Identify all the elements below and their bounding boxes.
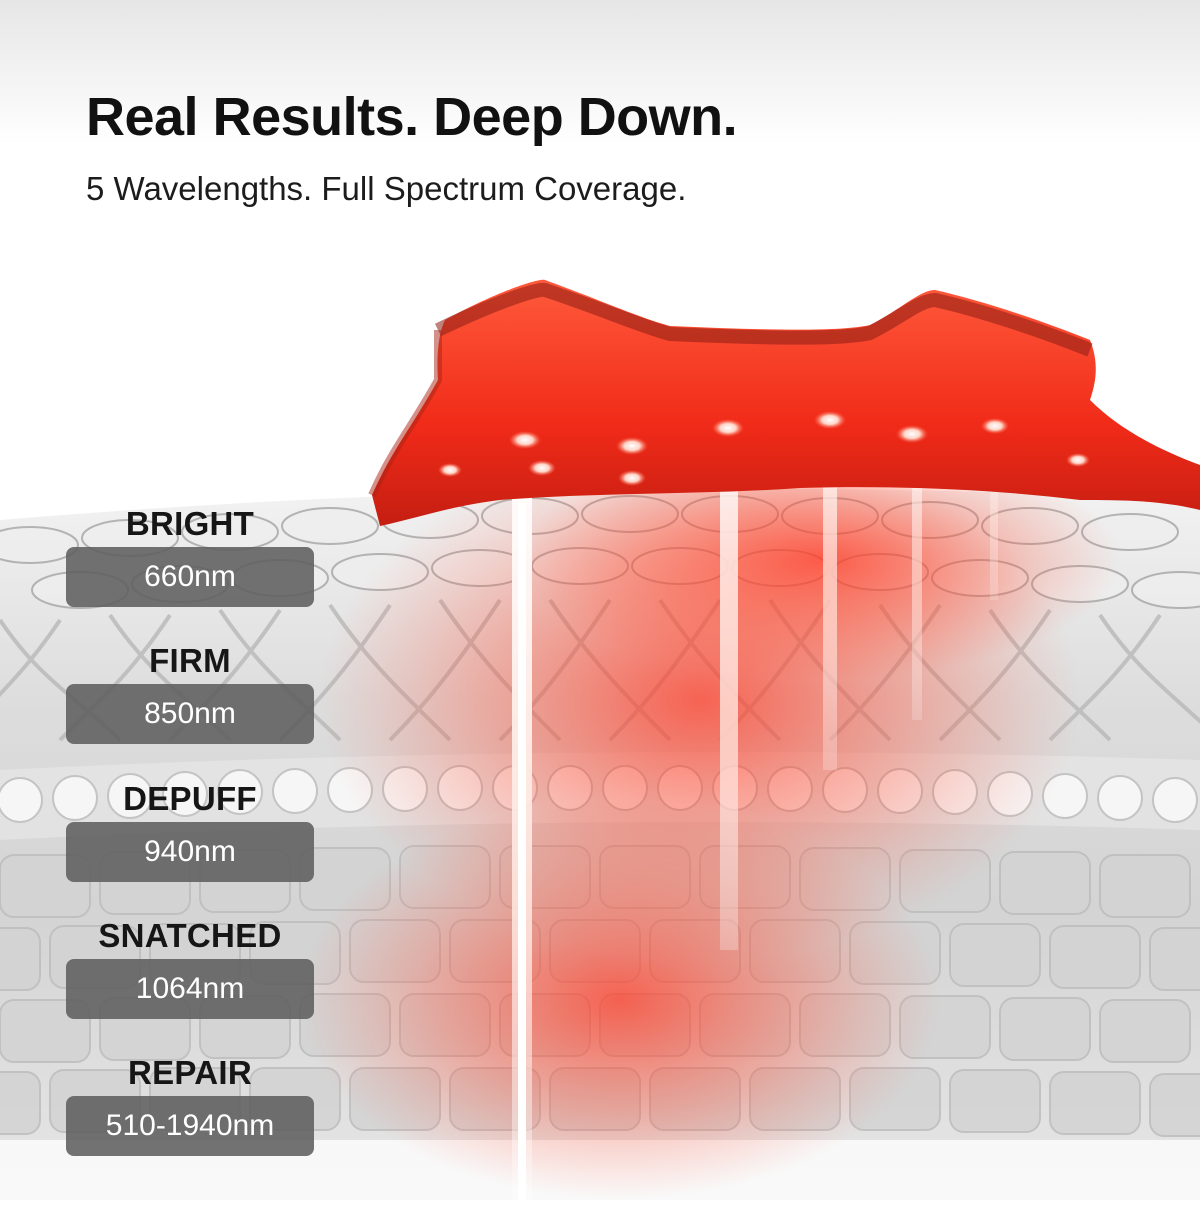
layer-name-depuff: DEPUFF <box>123 780 257 817</box>
led-device <box>368 279 1200 526</box>
wavelength-badge-snatched: 1064nm <box>66 959 314 1019</box>
wavelength-badge-firm: 850nm <box>66 684 314 744</box>
wavelength-badge-repair: 510-1940nm <box>66 1096 314 1156</box>
wavelength-badge-depuff: 940nm <box>66 822 314 882</box>
layer-name-repair: REPAIR <box>127 1054 253 1091</box>
layer-name-firm: FIRM <box>149 642 231 679</box>
subheadline: 5 Wavelengths. Full Spectrum Coverage. <box>86 170 687 207</box>
wavelength-badge-bright: 660nm <box>66 547 314 607</box>
layer-name-snatched: SNATCHED <box>98 917 282 954</box>
headline: Real Results. Deep Down. <box>86 87 738 147</box>
layer-name-bright: BRIGHT <box>125 505 255 542</box>
light-beams <box>512 410 998 1200</box>
